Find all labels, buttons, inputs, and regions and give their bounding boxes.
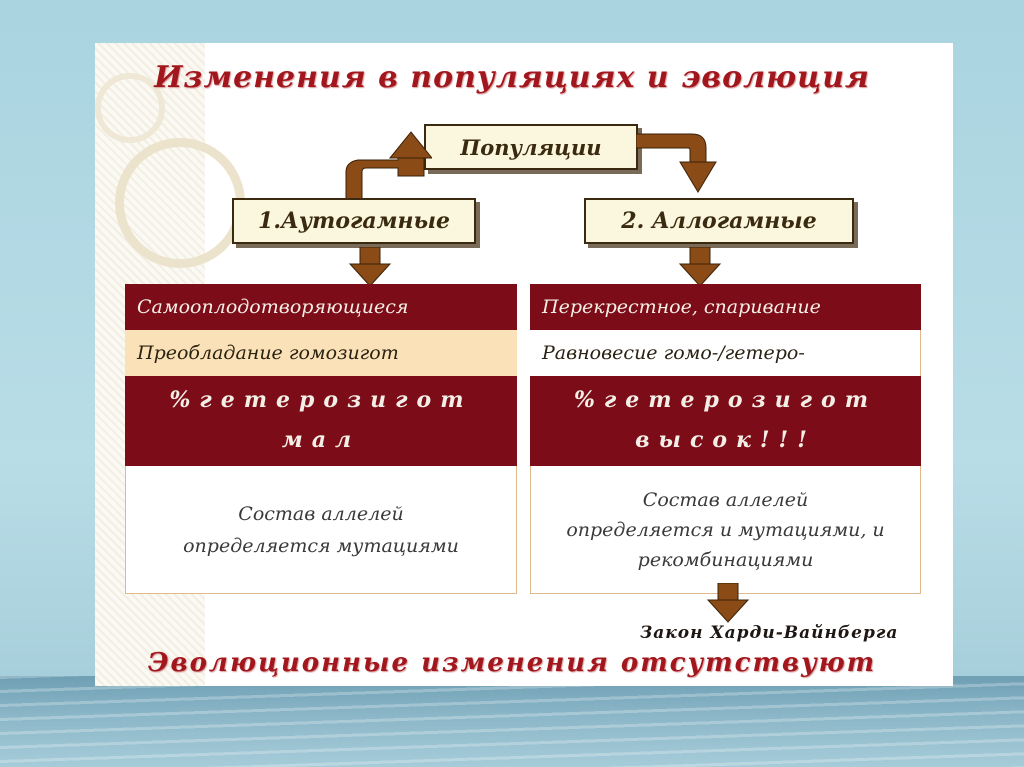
high-label: высок!!!	[635, 427, 816, 453]
allele-text-line1: Состав аллелей	[642, 488, 809, 511]
slide-title: Изменения в популяциях и эволюция	[154, 60, 870, 95]
allele-composition-right: Состав аллелей определяется и мутациями,…	[530, 466, 921, 594]
allele-composition-left: Состав аллелей определяется мутациями	[125, 466, 517, 594]
allogamous-panel: Перекрестное, спаривание Равновесие гомо…	[530, 284, 921, 594]
self-fertilizing-row: Самооплодотворяющиеся	[125, 284, 517, 330]
populations-box: Популяции	[424, 124, 638, 170]
heterozygote-high-row: %гетерозигот высок!!!	[530, 376, 921, 466]
allele-text-line1: Состав аллелей	[238, 502, 404, 525]
allele-text-line2: определяется и мутациями, и	[566, 518, 885, 541]
down-arrow-left-icon	[348, 247, 392, 287]
homozygote-row: Преобладание гомозигот	[125, 330, 517, 376]
down-arrow-law-icon	[706, 583, 750, 623]
allele-text-line3: рекомбинациями	[637, 548, 814, 571]
allogamous-box: 2. Аллогамные	[584, 198, 854, 244]
heterozygote-label: %гетерозигот	[169, 387, 473, 413]
decorative-ring-small	[95, 73, 165, 143]
conclusion-text: Эволюционные изменения отсутствуют	[147, 648, 877, 678]
down-arrow-right-icon	[678, 247, 722, 287]
heterozygote-label: %гетерозигот	[574, 387, 877, 413]
autogamous-panel: Самооплодотворяющиеся Преобладание гомоз…	[125, 284, 517, 594]
cross-mating-row: Перекрестное, спаривание	[530, 284, 921, 330]
sea-background	[0, 676, 1024, 767]
hardy-weinberg-law: Закон Харди-Вайнберга	[640, 623, 899, 643]
curved-arrow-right-icon	[636, 133, 717, 193]
curved-arrow-left-icon	[345, 131, 432, 201]
equilibrium-row: Равновесие гомо-/гетеро-	[530, 330, 921, 376]
allele-text-line2: определяется мутациями	[183, 534, 459, 557]
low-label: мал	[281, 427, 361, 453]
decorative-ring	[115, 138, 245, 268]
autogamous-box: 1.Аутогамные	[232, 198, 476, 244]
heterozygote-low-row: %гетерозигот мал	[125, 376, 517, 466]
